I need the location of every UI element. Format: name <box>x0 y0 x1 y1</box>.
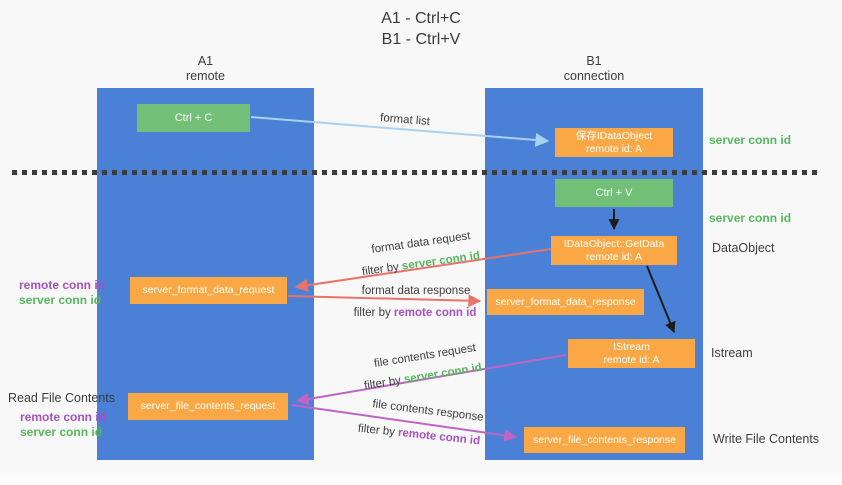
server-conn-id-text: server conn id <box>401 249 481 273</box>
node-server-file-contents-request: server_file_contents_request <box>128 393 288 420</box>
node-getdata-line1: IDataObject::GetData <box>563 237 665 250</box>
lane-a-header: A1 remote <box>97 54 314 84</box>
node-ctrl-c-label: Ctrl + C <box>174 111 213 124</box>
remote-conn-id-text: remote conn id <box>397 426 481 448</box>
node-ctrl-v-label: Ctrl + V <box>595 186 633 199</box>
label-left-server-conn-id-bottom: server conn id <box>20 424 103 439</box>
left-conn-id-group-bottom: remote conn id server conn id <box>20 410 106 439</box>
diagram-title: A1 - Ctrl+C B1 - Ctrl+V <box>0 8 842 50</box>
label-right-server-conn-id-mid: server conn id <box>709 211 792 225</box>
node-save-idataobject: 保存IDataObject remote id: A <box>555 128 673 157</box>
label-format-list-text: format list <box>379 112 431 128</box>
node-save-idataobject-line1: 保存IDataObject <box>575 129 653 142</box>
filter-by-text: filter by <box>363 374 405 393</box>
node-ctrl-c: Ctrl + C <box>137 104 250 132</box>
label-format-data-response-text: format data response <box>361 285 471 297</box>
filter-by-text: filter by <box>357 422 399 439</box>
label-format-list: format list <box>380 112 431 128</box>
session-divider-dotted-line <box>12 170 822 175</box>
left-conn-id-group-mid: remote conn id server conn id <box>19 278 105 307</box>
lane-b-name: B1 <box>586 54 602 68</box>
label-dataobject: DataObject <box>712 241 775 255</box>
title-line-2: B1 - Ctrl+V <box>381 31 461 48</box>
label-read-file-contents: Read File Contents <box>8 391 116 405</box>
label-right-server-conn-id-top: server conn id <box>709 133 792 147</box>
node-ctrl-v: Ctrl + V <box>555 179 673 207</box>
node-server-format-data-response: server_format_data_response <box>487 289 644 315</box>
server-conn-id-text: server conn id <box>403 361 483 386</box>
label-format-data-response: format data response <box>362 285 471 297</box>
label-istream: Istream <box>711 346 753 360</box>
node-istream-line2: remote id: A <box>603 353 660 366</box>
remote-conn-id-text: remote conn id <box>393 307 477 319</box>
node-save-idataobject-line2: remote id: A <box>585 142 643 155</box>
label-file-contents-response: file contents response <box>372 398 485 424</box>
label-filter-remote-conn-id-file: filter by remote conn id <box>357 423 480 448</box>
lane-a-subtitle: remote <box>186 69 225 83</box>
label-filter-remote-conn-id-format: filter by remote conn id <box>354 307 477 319</box>
node-istream-line1: IStream <box>613 340 650 353</box>
node-server-format-data-request: server_format_data_request <box>130 277 287 304</box>
node-file-response-label: server_file_contents_response <box>532 433 676 446</box>
node-format-request-label: server_format_data_request <box>142 284 275 296</box>
bottom-fade <box>0 469 842 485</box>
node-istream: IStream remote id: A <box>568 339 695 368</box>
node-getdata-line2: remote id: A <box>585 250 643 263</box>
label-left-remote-conn-id-bottom: remote conn id <box>20 410 107 424</box>
node-idataobject-getdata: IDataObject::GetData remote id: A <box>551 236 677 265</box>
label-left-server-conn-id-mid: server conn id <box>19 292 102 307</box>
label-file-contents-response-text: file contents response <box>371 398 485 424</box>
label-write-file-contents: Write File Contents <box>713 432 820 446</box>
filter-by-text: filter by <box>353 307 394 319</box>
node-server-file-contents-response: server_file_contents_response <box>524 427 685 453</box>
title-line-1: A1 - Ctrl+C <box>381 10 461 27</box>
filter-by-text: filter by <box>361 260 403 279</box>
lane-a-name: A1 <box>197 54 214 68</box>
lane-b-header: B1 connection <box>485 54 703 84</box>
label-left-remote-conn-id-mid: remote conn id <box>19 278 106 292</box>
node-file-request-label: server_file_contents_request <box>140 400 276 412</box>
lane-b-subtitle: connection <box>563 69 625 83</box>
node-format-response-label: server_format_data_response <box>495 295 636 308</box>
